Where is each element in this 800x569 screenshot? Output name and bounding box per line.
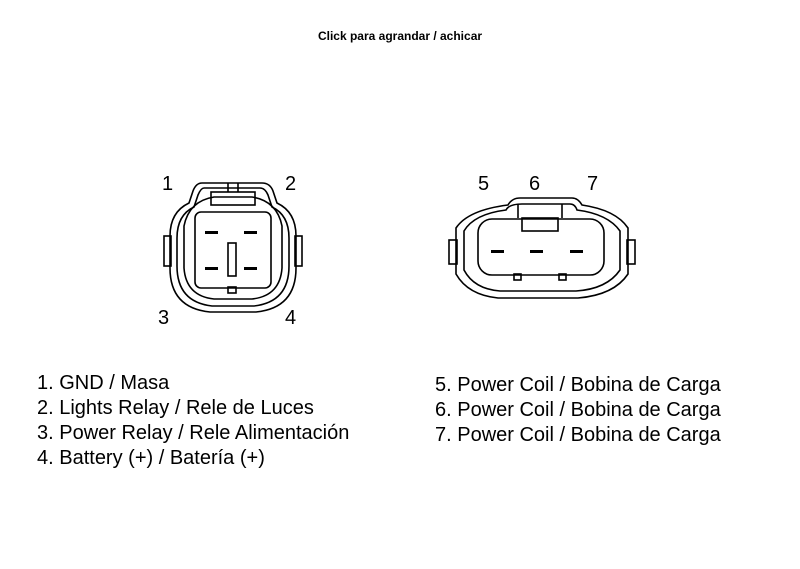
pin-label-5: 5 [478,173,489,195]
connector-3pin-outer-shell [455,197,629,299]
pin-label-1: 1 [162,173,173,195]
connector-4pin-left-tab [163,235,172,267]
connector-3pin-latch [521,217,559,232]
legend-item-2: 2. Lights Relay / Rele de Luces [37,397,314,419]
legend-item-5: 5. Power Coil / Bobina de Carga [435,374,721,396]
connector-3pin [448,197,636,299]
connector-4pin-right-tab [294,235,303,267]
terminal-3 [205,267,218,270]
connector-3pin-left-tab [448,239,458,265]
connector-4pin-key [227,286,237,294]
connector-4pin [163,182,303,313]
legend-item-7: 7. Power Coil / Bobina de Carga [435,424,721,446]
connector-3pin-key-right [558,273,567,281]
legend-item-4: 4. Battery (+) / Batería (+) [37,447,265,469]
connector-3pin-face [477,218,605,276]
legend-item-6: 6. Power Coil / Bobina de Carga [435,399,721,421]
terminal-6 [530,250,543,253]
pin-label-7: 7 [587,173,598,195]
pin-legend-left: 1. GND / Masa 2. Lights Relay / Rele de … [37,371,349,471]
pin-label-6: 6 [529,173,540,195]
terminal-1 [205,231,218,234]
terminal-5 [491,250,504,253]
terminal-4 [244,267,257,270]
pin-legend-right: 5. Power Coil / Bobina de Carga 6. Power… [435,373,721,448]
legend-item-1: 1. GND / Masa [37,372,170,394]
connector-4pin-outer-shell [169,182,297,313]
legend-item-3: 3. Power Relay / Rele Alimentación [37,422,350,444]
connector-3pin-key-left [513,273,522,281]
connector-3pin-right-tab [626,239,636,265]
connector-4pin-latch [210,191,256,206]
terminal-2 [244,231,257,234]
connector-4pin-seal [183,196,283,300]
pin-label-4: 4 [285,307,296,329]
pin-label-3: 3 [158,307,169,329]
connector-3pin-inner-shell [463,203,621,292]
terminal-center-blade [227,242,237,277]
zoom-toggle-caption[interactable]: Click para agrandar / achicar [317,29,483,43]
pin-label-2: 2 [285,173,296,195]
terminal-7 [570,250,583,253]
connector-4pin-face [194,211,272,289]
